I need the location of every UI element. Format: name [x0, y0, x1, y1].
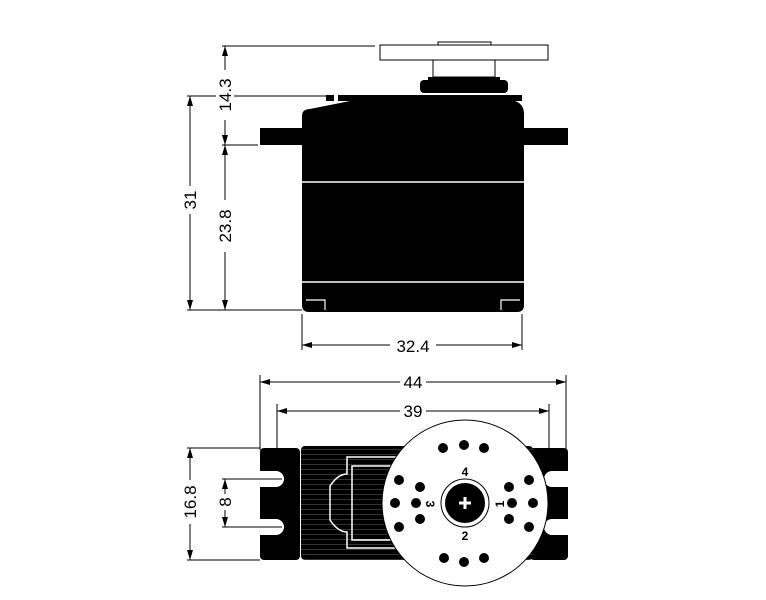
arm-label-1: 1	[493, 500, 507, 507]
arm-label-2: 2	[462, 529, 469, 543]
foot-right	[500, 299, 520, 310]
mount-slot	[544, 519, 568, 535]
mount-tab-left	[260, 128, 302, 145]
output-shaft-hub	[432, 59, 496, 78]
dim-label-hole-spacing: 39	[404, 402, 423, 421]
servo-body	[302, 101, 524, 312]
dim-label-body-width: 32.4	[396, 337, 429, 356]
arm-label-4: 4	[462, 465, 469, 479]
arm-label-3: 3	[423, 501, 437, 508]
dim-label-horn-height: 14.3	[216, 78, 235, 111]
foot-left	[306, 299, 326, 310]
case-outline	[329, 456, 421, 549]
side-view: 14.3 23.8 31 32.4	[181, 41, 568, 356]
top-lid-edge	[326, 95, 334, 101]
dim-label-flange-height: 16.8	[181, 485, 200, 518]
mount-flange-left	[260, 448, 300, 560]
dim-label-body-height: 23.8	[216, 209, 235, 242]
phillips-cross-icon	[459, 497, 471, 509]
dim-label-overall-length: 44	[404, 373, 423, 392]
horn-screw-top	[437, 41, 492, 46]
servo-horn-disk	[379, 44, 549, 61]
mount-slot	[544, 471, 568, 487]
top-cap	[420, 80, 508, 93]
horn-holes	[390, 440, 538, 567]
top-lid	[338, 95, 522, 101]
top-view: 44 39 4 3 1 2	[181, 372, 568, 587]
mount-tab-right	[524, 128, 568, 145]
dim-label-total-height: 31	[181, 191, 200, 210]
hub-base	[428, 77, 500, 80]
dim-label-hole-pitch: 8	[216, 497, 235, 506]
